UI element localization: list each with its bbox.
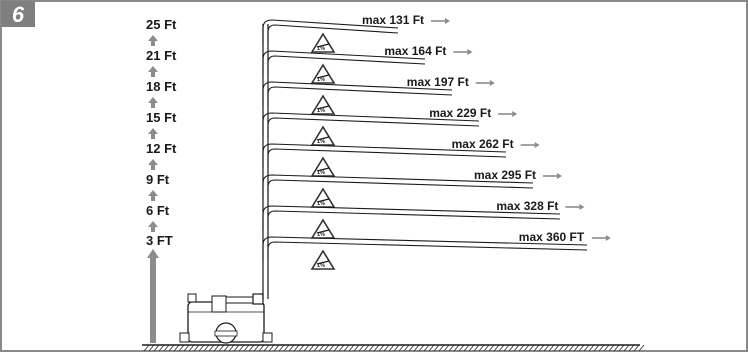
pump-unit bbox=[179, 293, 273, 344]
slope-line bbox=[316, 198, 330, 203]
figure-number: 6 bbox=[12, 2, 25, 27]
height-label: 21 Ft bbox=[146, 48, 177, 63]
right-arrow-head bbox=[512, 111, 518, 117]
pipe-inner bbox=[267, 117, 480, 137]
distance-label: max 197 Ft bbox=[407, 75, 469, 89]
pipe-outer bbox=[262, 112, 480, 137]
distance-label: max 262 Ft bbox=[452, 137, 514, 151]
slope-label: 1% bbox=[317, 77, 325, 83]
slope-line bbox=[316, 167, 330, 172]
pipe-inner bbox=[267, 210, 561, 230]
slope-label: 1% bbox=[317, 108, 325, 114]
ground bbox=[142, 344, 645, 352]
elevation-column bbox=[147, 35, 159, 343]
discharge-branch: 1% max 360 FT bbox=[262, 230, 611, 270]
distance-label: max 229 Ft bbox=[429, 106, 491, 120]
up-arrow-icon bbox=[148, 128, 158, 139]
height-label: 9 Ft bbox=[146, 172, 170, 187]
distance-label: max 295 Ft bbox=[474, 168, 536, 182]
figure-number-badge: 6 bbox=[1, 1, 35, 27]
discharge-branch: 1% max 295 Ft bbox=[262, 168, 562, 208]
slope-label: 1% bbox=[317, 201, 325, 207]
distance-label: max 360 FT bbox=[519, 230, 585, 244]
height-label: 6 Ft bbox=[146, 203, 170, 218]
right-arrow-head bbox=[467, 49, 473, 55]
distance-label: max 131 Ft bbox=[362, 13, 424, 27]
discharge-branch: 1% max 131 Ft bbox=[262, 13, 450, 53]
pipe-inner bbox=[267, 241, 588, 261]
discharge-branch: 1% max 229 Ft bbox=[262, 106, 518, 146]
pipe-inner bbox=[267, 55, 426, 75]
slope-line bbox=[316, 229, 330, 234]
height-label: 15 Ft bbox=[146, 110, 177, 125]
right-arrow-head bbox=[445, 18, 450, 24]
pipe-inner bbox=[267, 24, 399, 44]
height-label: 18 Ft bbox=[146, 79, 177, 94]
slope-line bbox=[316, 105, 330, 110]
slope-label: 1% bbox=[317, 46, 325, 52]
elevation-arrow-head bbox=[147, 249, 159, 258]
pipe-inner bbox=[267, 179, 534, 199]
right-arrow-head bbox=[605, 235, 611, 241]
pipe-outer bbox=[262, 50, 426, 75]
pipe-inner bbox=[267, 148, 507, 168]
pipe-outer bbox=[262, 143, 507, 168]
pipe-outer bbox=[262, 236, 588, 261]
slope-label: 1% bbox=[317, 139, 325, 145]
up-arrow-icon bbox=[148, 159, 158, 170]
height-label: 25 Ft bbox=[146, 17, 177, 32]
up-arrow-icon bbox=[148, 66, 158, 77]
discharge-branch: 1% max 164 Ft bbox=[262, 44, 473, 84]
right-arrow-head bbox=[489, 80, 495, 86]
pipe-outer bbox=[262, 205, 561, 230]
distance-label: max 164 Ft bbox=[384, 44, 446, 58]
slope-label: 1% bbox=[317, 263, 325, 269]
discharge-branches: 1% max 131 Ft 1% max 164 Ft 1% max 197 Ft 1% ma… bbox=[262, 13, 611, 270]
height-label: 3 FT bbox=[146, 233, 173, 248]
height-labels: 25 Ft 21 Ft 18 Ft 15 Ft 12 Ft 9 Ft 6 Ft 3 FT bbox=[146, 17, 177, 248]
right-arrow-head bbox=[534, 142, 540, 148]
pipe-outer bbox=[262, 81, 453, 106]
slope-line bbox=[316, 136, 330, 141]
discharge-branch: 1% max 262 Ft bbox=[262, 137, 540, 177]
slope-label: 1% bbox=[317, 170, 325, 176]
discharge-branch: 1% max 197 Ft bbox=[262, 75, 495, 115]
slope-line bbox=[316, 74, 330, 79]
right-arrow-head bbox=[557, 173, 562, 179]
up-arrow-icon bbox=[148, 35, 158, 46]
right-arrow-head bbox=[579, 204, 585, 210]
pipe-inner bbox=[267, 86, 453, 106]
height-label: 12 Ft bbox=[146, 141, 177, 156]
up-arrow-icon bbox=[148, 97, 158, 108]
up-arrow-icon bbox=[148, 221, 158, 232]
distance-label: max 328 Ft bbox=[496, 199, 558, 213]
slope-line bbox=[316, 260, 330, 265]
pipe-outer bbox=[262, 174, 534, 199]
slope-line bbox=[316, 43, 330, 48]
pipe-outer bbox=[262, 19, 399, 44]
slope-label: 1% bbox=[317, 232, 325, 238]
elevation-bar bbox=[150, 258, 156, 343]
up-arrow-icon bbox=[148, 190, 158, 201]
